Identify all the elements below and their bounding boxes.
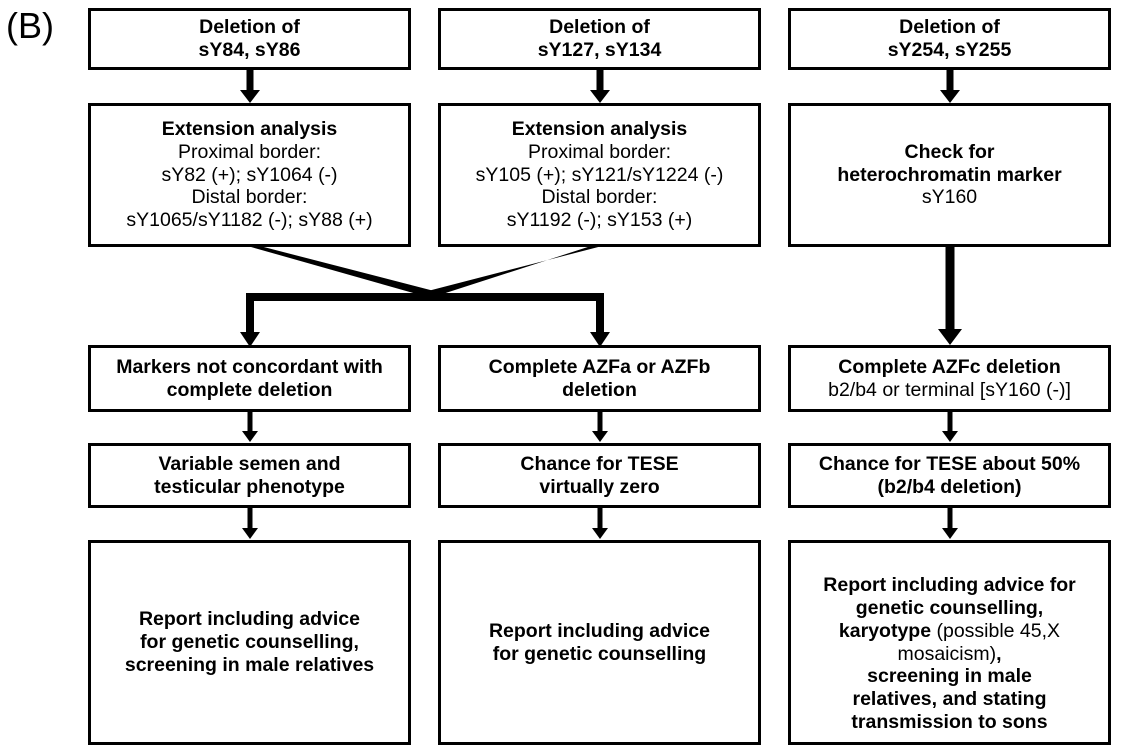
deletion-sy127-sy134: Deletion of sY127, sY134 [438,8,761,70]
chance-tese-virtually-zero: Chance for TESE virtually zero [438,443,761,508]
complete-azfa-or-azfb-deletion-label: Complete AZFa or AZFb deletion [488,355,711,401]
diagonal-left-to-right [244,245,438,300]
extension-analysis-azfb-title: Extension analysis [511,117,688,140]
karyotype-seg-0: Report including advice for genetic coun… [823,574,1076,619]
chance-tese-about-50-label: Chance for TESE about 50% (b2/b4 deletio… [818,452,1081,498]
check-heterochromatin-marker-title: Check for heterochromatin marker [837,140,1062,186]
variable-semen-phenotype-label: Variable semen and testicular phenotype [154,452,345,498]
report-advice-screening-label: Report including advice for genetic coun… [124,608,375,676]
arrow-col2-r4-r5 [585,508,615,540]
report-advice-counselling: Report including advice for genetic coun… [438,540,761,745]
karyotype-seg-3: , screening in male relatives, and stati… [851,642,1048,733]
merge-horizontal-bar [246,293,604,301]
deletion-sy254-sy255: Deletion of sY254, sY255 [788,8,1111,70]
complete-azfc-deletion: Complete AZFc deletion b2/b4 or terminal… [788,345,1111,412]
karyotype-seg-2: (possible 45,X mosaicism) [897,619,1061,665]
extension-analysis-azfa-line-2: Distal border: [191,186,308,209]
variable-semen-phenotype: Variable semen and testicular phenotype [88,443,411,508]
extension-analysis-azfb: Extension analysis Proximal border: sY10… [438,103,761,247]
arrow-col2-r3-r4 [585,412,615,443]
complete-azfc-deletion-title: Complete AZFc deletion [838,355,1061,378]
merge-left-shaft [246,293,254,338]
arrow-col3-r1-r2 [935,70,965,103]
arrow-col3-r3-r4 [935,412,965,443]
report-advice-karyotype-label: Report including advice for genetic coun… [823,551,1075,734]
extension-analysis-azfa-line-0: Proximal border: [177,140,322,163]
report-advice-counselling-label: Report including advice for genetic coun… [488,619,711,665]
merge-right-shaft [596,293,604,338]
extension-analysis-azfb-line-1: sY105 (+); sY121/sY1224 (-) [475,163,724,186]
arrow-col1-r1-r2 [235,70,265,103]
extension-analysis-azfb-line-3: sY1192 (-); sY153 (+) [506,209,693,232]
arrow-col3-r2-r3 [935,247,965,345]
check-heterochromatin-marker: Check for heterochromatin marker sY160 [788,103,1111,247]
extension-analysis-azfb-line-2: Distal border: [541,186,658,209]
extension-analysis-azfa-title: Extension analysis [161,117,338,140]
markers-not-concordant-label: Markers not concordant with complete del… [116,355,383,401]
report-advice-screening: Report including advice for genetic coun… [88,540,411,745]
report-advice-karyotype: Report including advice for genetic coun… [788,540,1111,745]
deletion-sy127-sy134-label: Deletion of sY127, sY134 [537,16,662,61]
arrow-col1-r3-r4 [235,412,265,443]
chance-tese-virtually-zero-label: Chance for TESE virtually zero [520,452,679,498]
markers-not-concordant: Markers not concordant with complete del… [88,345,411,412]
extension-analysis-azfb-line-0: Proximal border: [527,140,672,163]
chance-tese-about-50: Chance for TESE about 50% (b2/b4 deletio… [788,443,1111,508]
deletion-sy254-sy255-label: Deletion of sY254, sY255 [887,16,1012,61]
extension-analysis-azfa-line-3: sY1065/sY1182 (-); sY88 (+) [126,209,373,232]
arrow-col3-r4-r5 [935,508,965,540]
diagonal-right-to-left [424,245,606,300]
arrow-col1-r4-r5 [235,508,265,540]
complete-azfa-or-azfb-deletion: Complete AZFa or AZFb deletion [438,345,761,412]
extension-analysis-azfa: Extension analysis Proximal border: sY82… [88,103,411,247]
panel-label: (B) [6,5,54,46]
check-heterochromatin-marker-line-0: sY160 [921,186,978,209]
deletion-sy84-sy86-label: Deletion of sY84, sY86 [198,16,301,61]
extension-analysis-azfa-line-1: sY82 (+); sY1064 (-) [161,163,338,186]
deletion-sy84-sy86: Deletion of sY84, sY86 [88,8,411,70]
karyotype-seg-1: karyotype [838,619,932,642]
arrow-col2-r1-r2 [585,70,615,103]
complete-azfc-deletion-line-0: b2/b4 or terminal [sY160 (-)] [828,378,1071,401]
